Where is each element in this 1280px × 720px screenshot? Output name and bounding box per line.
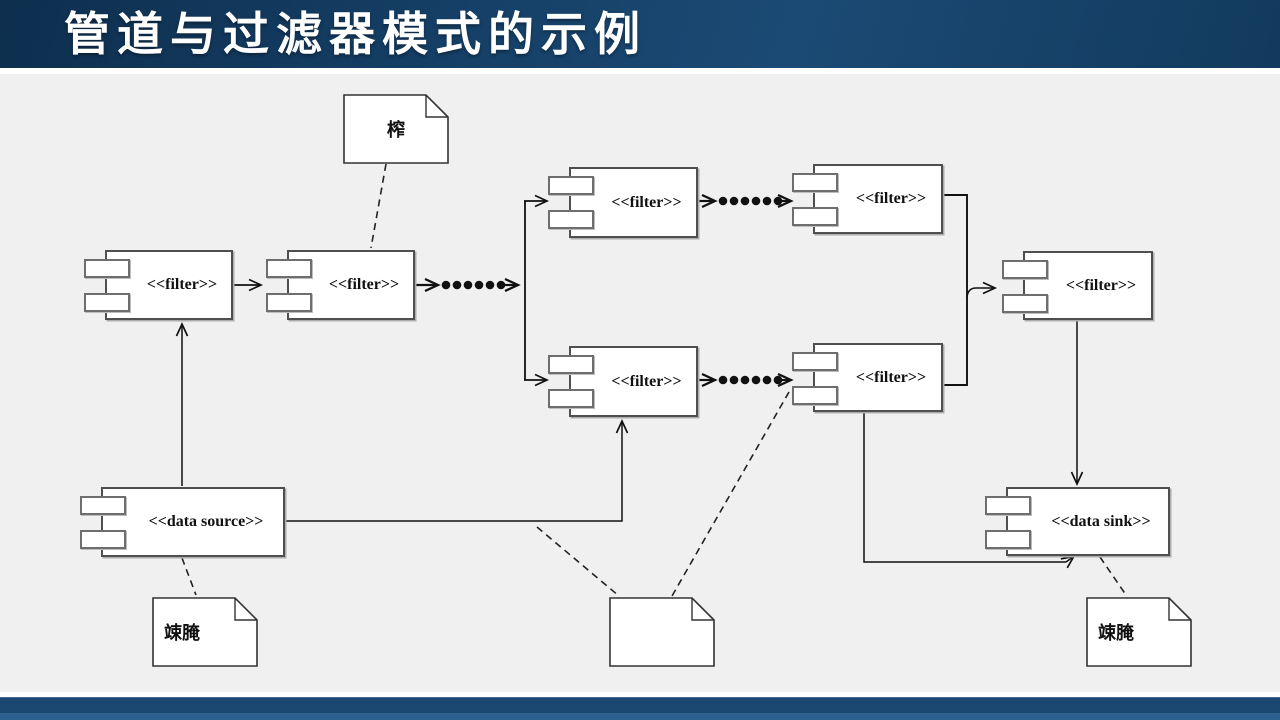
component-filter-7: <<filter>>	[1002, 251, 1153, 320]
component-port-tab	[985, 530, 1031, 549]
component-port-tab	[792, 386, 838, 405]
note-shape	[609, 597, 715, 667]
note-text	[609, 597, 715, 667]
arrow-merge-to-filter7	[966, 281, 998, 298]
component-port-tab	[792, 173, 838, 192]
slide-footer-strip	[0, 713, 1280, 720]
component-filter-2: <<filter>>	[266, 250, 415, 320]
component-label: <<filter>>	[855, 368, 927, 386]
pipe-filter3-to-filter4	[698, 193, 794, 209]
component-label: <<filter>>	[328, 276, 400, 293]
component-label: <<filter>>	[1065, 276, 1137, 294]
component-data-sink: <<data sink>>	[985, 487, 1170, 556]
note-link-center-to-filter6	[671, 391, 790, 597]
note-shape	[152, 597, 258, 667]
slide-title: 管道与过滤器模式的示例	[64, 8, 647, 60]
note-bottom-right: 竦腌	[1086, 597, 1192, 667]
component-label: <<filter>>	[611, 193, 682, 211]
note-bottom-center	[609, 597, 715, 667]
component-filter-4: <<filter>>	[792, 164, 943, 234]
component-port-tab	[266, 259, 312, 278]
note-text: 竦腌	[164, 623, 200, 643]
component-port-tab	[80, 496, 126, 515]
note-text: 竦腌	[1098, 623, 1134, 643]
component-port-tab	[80, 530, 126, 549]
note-link-source-to-note	[181, 557, 197, 596]
component-port-tab	[985, 496, 1031, 515]
component-filter-5: <<filter>>	[548, 346, 698, 417]
component-port-tab	[1002, 260, 1048, 279]
merge-join-line	[943, 194, 968, 386]
component-filter-3: <<filter>>	[548, 167, 698, 238]
note-shape	[343, 94, 449, 164]
component-port-tab	[548, 389, 594, 408]
component-box	[1006, 487, 1170, 556]
slide-footer-bar	[0, 697, 1280, 713]
component-port-tab	[84, 259, 130, 278]
note-link-sink-to-note	[1099, 556, 1127, 596]
component-port-tab	[548, 210, 594, 229]
component-box	[101, 487, 285, 557]
component-port-tab	[792, 207, 838, 226]
note-top: 榨	[343, 94, 449, 164]
note-text: 榨	[387, 120, 405, 140]
component-data-source: <<data source>>	[80, 487, 285, 557]
note-bottom-left: 竦腌	[152, 597, 258, 667]
component-port-tab	[266, 293, 312, 312]
note-link-top-to-filter2	[370, 163, 387, 249]
pipe-filter2-to-branch	[416, 277, 521, 293]
component-port-tab	[84, 293, 130, 312]
note-shape	[1086, 597, 1192, 667]
component-label: <<filter>>	[146, 276, 218, 293]
component-filter-6: <<filter>>	[792, 343, 943, 412]
component-label: <<data sink>>	[1051, 512, 1151, 530]
pipe-filter5-to-filter6	[698, 372, 794, 388]
note-link-center-to-pipe	[536, 526, 620, 597]
slide-header: 管道与过滤器模式的示例	[0, 0, 1280, 68]
component-port-tab	[548, 355, 594, 374]
component-port-tab	[1002, 294, 1048, 313]
component-port-tab	[792, 352, 838, 371]
connector-source-to-filter5	[285, 418, 629, 522]
component-port-tab	[548, 176, 594, 195]
connector-filter6-to-datasink	[863, 412, 1076, 569]
component-label: <<data source>>	[148, 513, 264, 530]
component-label: <<filter>>	[611, 372, 682, 390]
component-label: <<filter>>	[855, 190, 927, 207]
component-filter-1: <<filter>>	[84, 250, 233, 320]
note-links	[181, 163, 1127, 597]
